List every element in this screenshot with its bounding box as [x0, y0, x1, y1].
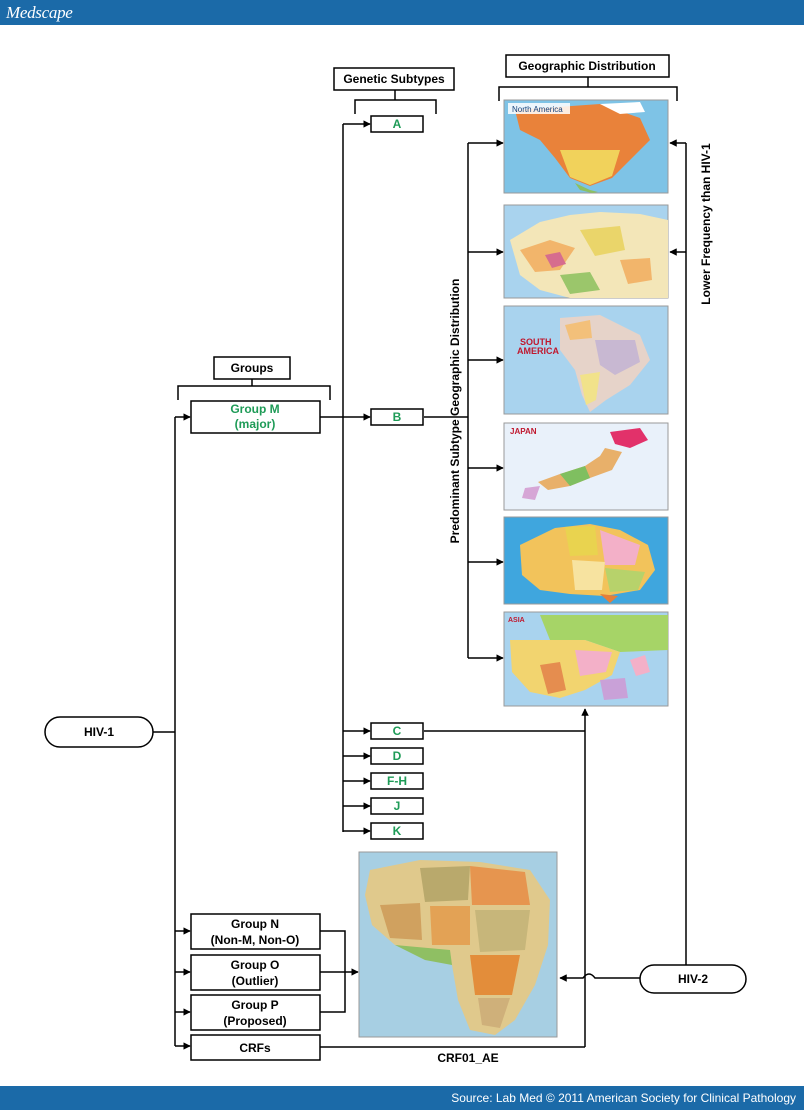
japan-map: JAPAN [503, 422, 669, 511]
subtype-d-box [370, 747, 424, 765]
subtype-a-box [370, 115, 424, 133]
group-p-sublabel: (Proposed) [223, 1014, 286, 1028]
groups-header: Groups [231, 361, 274, 375]
group-o-box [190, 954, 321, 991]
group-o-label: Group O [231, 958, 280, 972]
asia-map: ASIA [503, 611, 669, 707]
subtype-j-box [370, 797, 424, 815]
subtype-fh-label: F-H [387, 774, 407, 788]
hiv1-label: HIV-1 [84, 725, 114, 739]
north-america-map: North America [503, 99, 669, 194]
hiv2-label: HIV-2 [678, 972, 708, 986]
subtype-boxes: A B C D F-H J K [370, 115, 424, 840]
genetic-subtypes-bracket [354, 90, 437, 114]
geographic-distribution-bracket [498, 77, 678, 101]
group-p-label: Group P [231, 998, 278, 1012]
group-m-sublabel: (major) [235, 417, 276, 431]
group-n-sublabel: (Non-M, Non-O) [211, 933, 300, 947]
group-n-label: Group N [231, 917, 279, 931]
north-america-map-label: North America [512, 105, 563, 114]
subtype-b-box [370, 408, 424, 426]
japan-map-label: JAPAN [510, 427, 537, 436]
subtype-j-label: J [394, 799, 401, 813]
crfs-label: CRFs [239, 1041, 271, 1055]
top-bar: Medscape [0, 0, 804, 25]
connector-lines [153, 120, 687, 1050]
group-o-sublabel: (Outlier) [232, 974, 279, 988]
source-credit: Source: Lab Med © 2011 American Society … [451, 1091, 796, 1105]
crfs-box [190, 1034, 321, 1061]
subtype-d-label: D [393, 749, 402, 763]
geographic-distribution-header: Geographic Distribution [518, 59, 655, 73]
subtype-fh-box [370, 772, 424, 790]
subtype-a-label: A [393, 117, 402, 131]
predominant-subtype-label: Predominant Subtype Geographic Distribut… [448, 279, 462, 544]
group-m-label: Group M [230, 402, 279, 416]
hiv2-node [639, 964, 747, 994]
genetic-subtypes-header: Genetic Subtypes [343, 72, 445, 86]
group-p-box [190, 994, 321, 1031]
genetic-subtypes-header-box [333, 67, 455, 91]
subtype-b-label: B [393, 410, 402, 424]
lower-frequency-label: Lower Frequency than HIV-1 [699, 143, 713, 305]
subtype-k-box [370, 822, 424, 840]
medscape-logo: Medscape [6, 3, 73, 22]
australia-map [503, 516, 669, 605]
south-america-map-label: SOUTH [520, 337, 552, 347]
europe-map [503, 204, 669, 299]
south-america-map: SOUTH AMERICA [503, 305, 669, 415]
south-america-map-sublabel: AMERICA [517, 346, 559, 356]
groups-bracket [177, 379, 331, 400]
hiv1-node [44, 716, 154, 748]
bottom-bar: Source: Lab Med © 2011 American Society … [0, 1086, 804, 1110]
subtype-c-label: C [393, 724, 402, 738]
crf01-ae-label: CRF01_AE [437, 1051, 498, 1065]
subtype-k-label: K [393, 824, 402, 838]
group-m-box [190, 400, 321, 434]
group-n-box [190, 913, 321, 950]
subtype-c-box [370, 722, 424, 740]
asia-map-label: ASIA [508, 617, 525, 624]
africa-map [358, 851, 558, 1038]
